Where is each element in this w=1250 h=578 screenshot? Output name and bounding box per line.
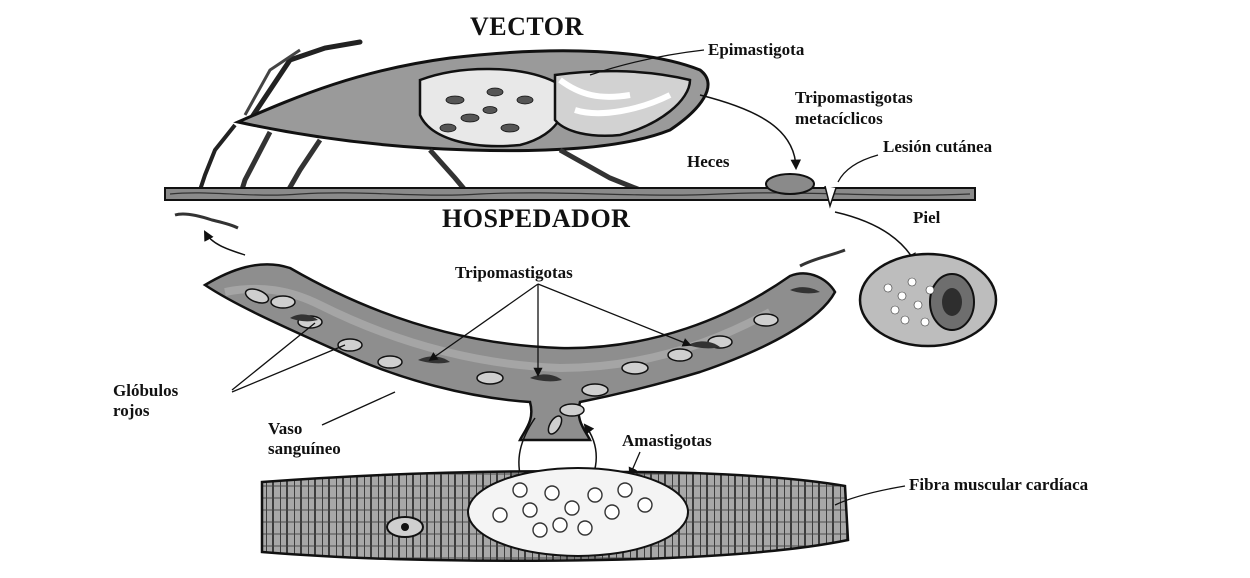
label-vector: VECTOR — [470, 12, 584, 41]
cardiac-muscle-fiber — [262, 468, 848, 561]
vaso-sanguineo-pointer — [322, 392, 395, 425]
feces-drop — [766, 174, 814, 194]
label-amastigotas: Amastigotas — [622, 431, 712, 450]
label-globulos-rojos-1: Glóbulos — [113, 381, 179, 400]
label-tripomastigotas-metaciclicos-1: Tripomastigotas — [795, 88, 913, 107]
label-heces: Heces — [687, 152, 730, 171]
label-tripomastigotas: Tripomastigotas — [455, 263, 573, 282]
trypomastigote-left — [175, 214, 238, 228]
label-tripomastigotas-metaciclicos-2: metacíclicos — [795, 109, 883, 128]
label-vaso-sanguineo-1: Vaso — [268, 419, 302, 438]
blood-vessel — [205, 264, 835, 440]
trypomastigote-right — [800, 250, 845, 266]
label-hospedador: HOSPEDADOR — [442, 204, 630, 233]
label-piel: Piel — [913, 208, 941, 227]
label-vaso-sanguineo-2: sanguíneo — [268, 439, 341, 458]
label-fibra-muscular-cardiaca: Fibra muscular cardíaca — [909, 475, 1089, 494]
skin-surface — [165, 186, 975, 206]
skin-to-cell-arrow — [835, 212, 915, 262]
return-arrow-left — [205, 232, 245, 255]
label-epimastigota: Epimastigota — [708, 40, 805, 59]
label-globulos-rojos-2: rojos — [113, 401, 150, 420]
vector-bug-illustration — [198, 42, 708, 196]
infected-host-cell — [860, 254, 996, 346]
label-lesion-cutanea: Lesión cutánea — [883, 137, 993, 156]
lesion-pointer — [838, 155, 878, 182]
